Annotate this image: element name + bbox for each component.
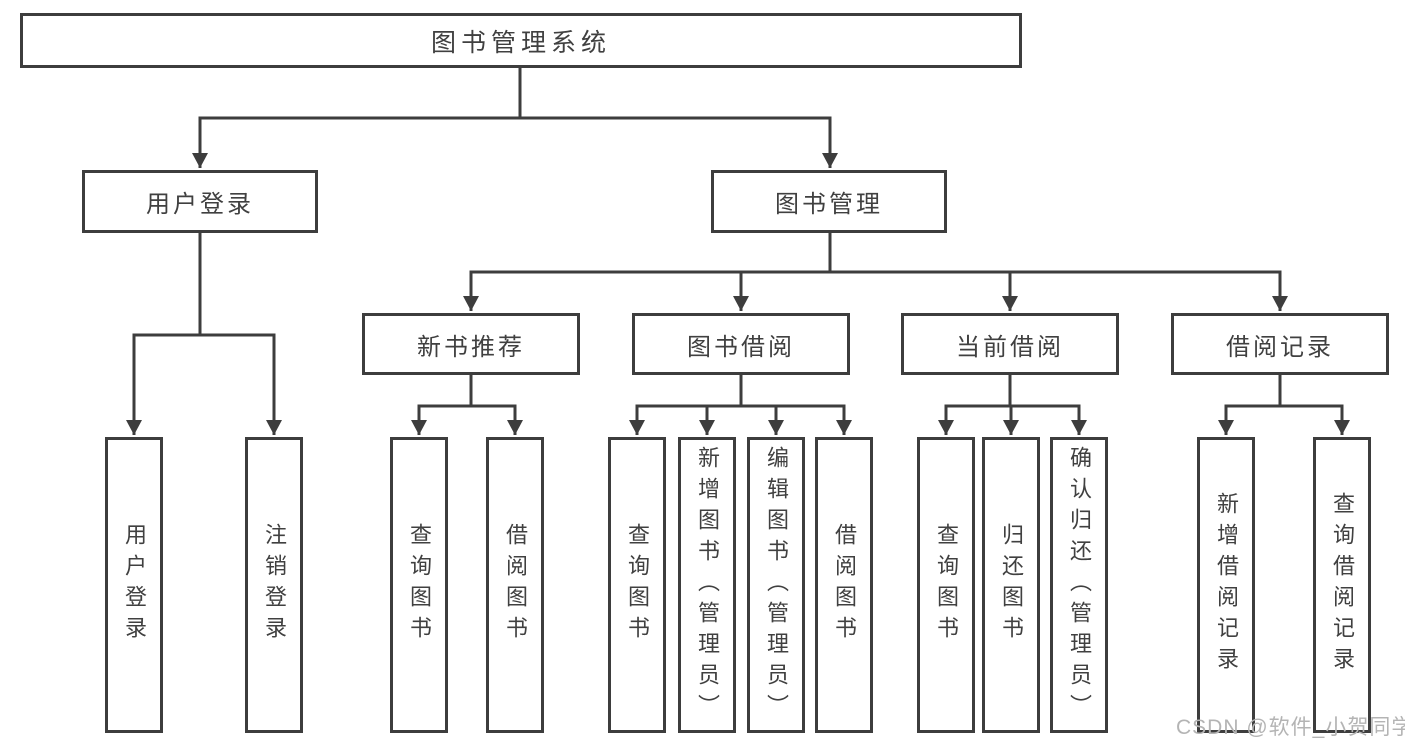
node-borrowing-records: 借阅记录 [1171, 313, 1389, 375]
leaf-query-books: 查询图书 [917, 437, 975, 733]
leaf-logout: 注销登录 [245, 437, 303, 733]
leaf-query-books: 查询图书 [390, 437, 448, 733]
node-label: 当前借阅 [956, 333, 1064, 361]
leaf-label: 借阅图书 [503, 523, 528, 647]
node-library-management-system: 图书管理系统 [20, 13, 1022, 68]
leaf-return-book: 归还图书 [982, 437, 1040, 733]
leaf-confirm-return-admin: 确认归还（管理员） [1050, 437, 1108, 733]
node-new-book-recommendation: 新书推荐 [362, 313, 580, 375]
leaf-query-borrow-record: 查询借阅记录 [1313, 437, 1371, 733]
leaf-label: 编辑图书（管理员） [764, 445, 789, 725]
leaf-label: 注销登录 [262, 523, 287, 647]
leaf-label: 查询图书 [934, 523, 959, 647]
leaf-label: 确认归还（管理员） [1067, 445, 1092, 725]
node-book-management: 图书管理 [711, 170, 947, 233]
leaf-user-login: 用户登录 [105, 437, 163, 733]
node-current-borrowing: 当前借阅 [901, 313, 1119, 375]
csdn-watermark: CSDN @软件_小贺同学 [1176, 716, 1405, 739]
node-label: 图书管理 [775, 191, 883, 218]
leaf-label: 查询借阅记录 [1330, 492, 1355, 678]
leaf-query-books: 查询图书 [608, 437, 666, 733]
leaf-label: 查询图书 [625, 523, 650, 647]
leaf-edit-book-admin: 编辑图书（管理员） [747, 437, 805, 733]
leaf-label: 归还图书 [999, 523, 1024, 647]
leaf-label: 查询图书 [407, 523, 432, 647]
node-label: 新书推荐 [417, 333, 525, 361]
node-label: 借阅记录 [1226, 333, 1334, 361]
leaf-add-borrow-record: 新增借阅记录 [1197, 437, 1255, 733]
node-label: 图书管理系统 [430, 28, 611, 57]
leaf-add-book-admin: 新增图书（管理员） [678, 437, 736, 733]
leaf-label: 新增借阅记录 [1214, 492, 1239, 678]
leaf-label: 用户登录 [122, 523, 147, 647]
node-book-borrowing: 图书借阅 [632, 313, 850, 375]
leaf-borrow-book: 借阅图书 [815, 437, 873, 733]
leaf-borrow-book: 借阅图书 [486, 437, 544, 733]
node-label: 用户登录 [146, 191, 254, 218]
leaf-label: 借阅图书 [832, 523, 857, 647]
node-user-login: 用户登录 [82, 170, 318, 233]
node-label: 图书借阅 [687, 333, 795, 361]
leaf-label: 新增图书（管理员） [695, 445, 720, 725]
